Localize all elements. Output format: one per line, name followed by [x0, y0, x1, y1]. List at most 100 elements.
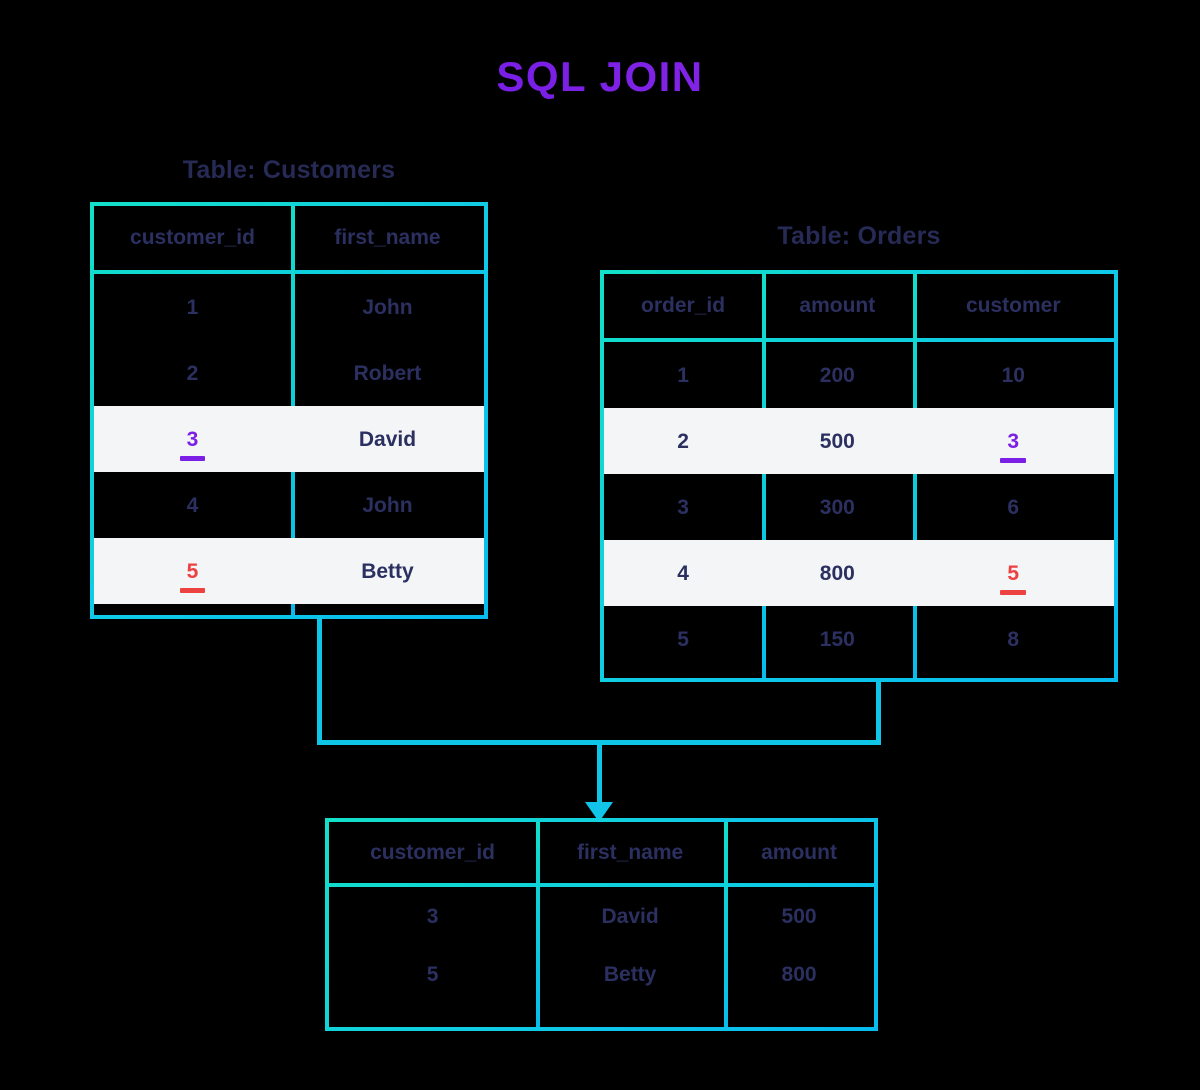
orders-header-row: order_id amount customer — [604, 274, 1114, 338]
customers-cell-customer_id: 5 — [94, 538, 291, 604]
cell-value: 500 — [819, 429, 855, 453]
result-col-first-name: first_name — [576, 840, 684, 864]
cell-value: 10 — [1001, 363, 1025, 387]
cell-value: David — [601, 904, 659, 928]
customers-header-divider — [94, 270, 484, 274]
orders-cell-amount: 500 — [762, 408, 912, 474]
cell-value: 800 — [819, 561, 855, 585]
result-table: customer_id first_name amount 3 David 500 5… — [325, 818, 878, 1031]
cell-value: 3 — [426, 904, 439, 928]
orders-col-customer: customer — [965, 294, 1061, 317]
cell-value: David — [358, 427, 417, 451]
result-cell-amount: 500 — [724, 887, 874, 945]
connector-customers-stub — [317, 615, 322, 745]
orders-column-divider-2 — [912, 274, 917, 678]
orders-cell-amount: 150 — [762, 606, 912, 672]
orders-table-caption: Table: Orders — [777, 222, 941, 250]
result-column-divider-2 — [724, 822, 729, 1027]
orders-table: order_id amount customer 1 200 10 2 500 3 3 300… — [600, 270, 1118, 682]
customers-cell-customer_id: 2 — [94, 340, 291, 406]
orders-cell-order_id: 1 — [604, 342, 762, 408]
cell-value: 5 — [179, 559, 205, 593]
orders-col-amount: amount — [799, 294, 876, 317]
cell-value: 800 — [781, 962, 817, 986]
cell-value: 150 — [819, 627, 855, 651]
cell-value: 6 — [1007, 495, 1020, 519]
orders-cell-order_id: 2 — [604, 408, 762, 474]
cell-value: 3 — [1000, 429, 1026, 463]
customers-cell-customer_id: 1 — [94, 274, 291, 340]
cell-value: Betty — [603, 962, 657, 986]
cell-value: 5 — [677, 627, 689, 651]
cell-value: 5 — [1000, 561, 1026, 595]
result-cell-amount: 800 — [724, 945, 874, 1003]
orders-header-divider — [604, 338, 1114, 342]
cell-value: 300 — [819, 495, 855, 519]
customers-col-first-name: first_name — [334, 226, 441, 249]
cell-value: 4 — [186, 493, 199, 517]
table-row: 3 300 6 — [604, 474, 1114, 540]
customers-cell-first_name: John — [291, 472, 484, 538]
orders-cell-order_id: 4 — [604, 540, 762, 606]
table-row: 1 200 10 — [604, 342, 1114, 408]
orders-cell-amount: 300 — [762, 474, 912, 540]
result-col-amount: amount — [761, 840, 837, 864]
connector-arrow-head — [585, 802, 613, 822]
result-header-divider — [329, 883, 874, 887]
customers-cell-customer_id: 4 — [94, 472, 291, 538]
table-row: 1 John — [94, 274, 484, 340]
cell-value: 5 — [426, 962, 439, 986]
table-row: 5 Betty 800 — [329, 945, 874, 1003]
result-cell-customer_id: 5 — [329, 945, 536, 1003]
cell-value: Betty — [361, 559, 414, 583]
cell-value: 200 — [819, 363, 855, 387]
cell-value: 3 — [179, 427, 205, 461]
customers-cell-first_name: Robert — [291, 340, 484, 406]
page-title: SQL JOIN — [0, 53, 1200, 101]
orders-cell-customer: 8 — [913, 606, 1114, 672]
table-row: 4 800 5 — [604, 540, 1114, 606]
result-header-row: customer_id first_name amount — [329, 822, 874, 883]
orders-cell-amount: 800 — [762, 540, 912, 606]
orders-cell-customer: 5 — [913, 540, 1114, 606]
orders-cell-customer: 6 — [913, 474, 1114, 540]
connector-arrow-shaft — [597, 740, 602, 808]
cell-value: 1 — [186, 295, 199, 319]
customers-table-caption: Table: Customers — [182, 156, 396, 184]
orders-col-order-id: order_id — [641, 294, 726, 317]
result-col-customer-id: customer_id — [370, 840, 495, 864]
customers-cell-first_name: Betty — [291, 538, 484, 604]
table-row: 3 David — [94, 406, 484, 472]
connector-orders-stub — [876, 682, 881, 745]
customers-col-customer-id: customer_id — [130, 226, 255, 249]
result-cell-customer_id: 3 — [329, 887, 536, 945]
orders-cell-order_id: 3 — [604, 474, 762, 540]
customers-cell-first_name: David — [291, 406, 484, 472]
table-row: 3 David 500 — [329, 887, 874, 945]
cell-value: 2 — [677, 429, 689, 453]
result-cell-first_name: Betty — [536, 945, 724, 1003]
cell-value: 2 — [186, 361, 199, 385]
table-row: 5 Betty — [94, 538, 484, 604]
customers-cell-customer_id: 3 — [94, 406, 291, 472]
cell-value: 8 — [1007, 627, 1020, 651]
cell-value: Robert — [353, 361, 422, 385]
table-row: 2 Robert — [94, 340, 484, 406]
orders-rows: 1 200 10 2 500 3 3 300 6 4 800 5 5 150 8 — [604, 342, 1114, 678]
cell-value: 500 — [781, 904, 817, 928]
table-row: 4 John — [94, 472, 484, 538]
orders-cell-order_id: 5 — [604, 606, 762, 672]
cell-value: John — [362, 295, 413, 319]
cell-value: 1 — [677, 363, 689, 387]
orders-cell-customer: 10 — [913, 342, 1114, 408]
table-row: 2 500 3 — [604, 408, 1114, 474]
orders-cell-amount: 200 — [762, 342, 912, 408]
customers-header-row: customer_id first_name — [94, 206, 484, 270]
orders-table-body: order_id amount customer 1 200 10 2 500 3 3 300… — [604, 274, 1114, 678]
cell-value: 3 — [677, 495, 689, 519]
cell-value: John — [362, 493, 413, 517]
result-rows: 3 David 500 5 Betty 800 — [329, 887, 874, 1027]
